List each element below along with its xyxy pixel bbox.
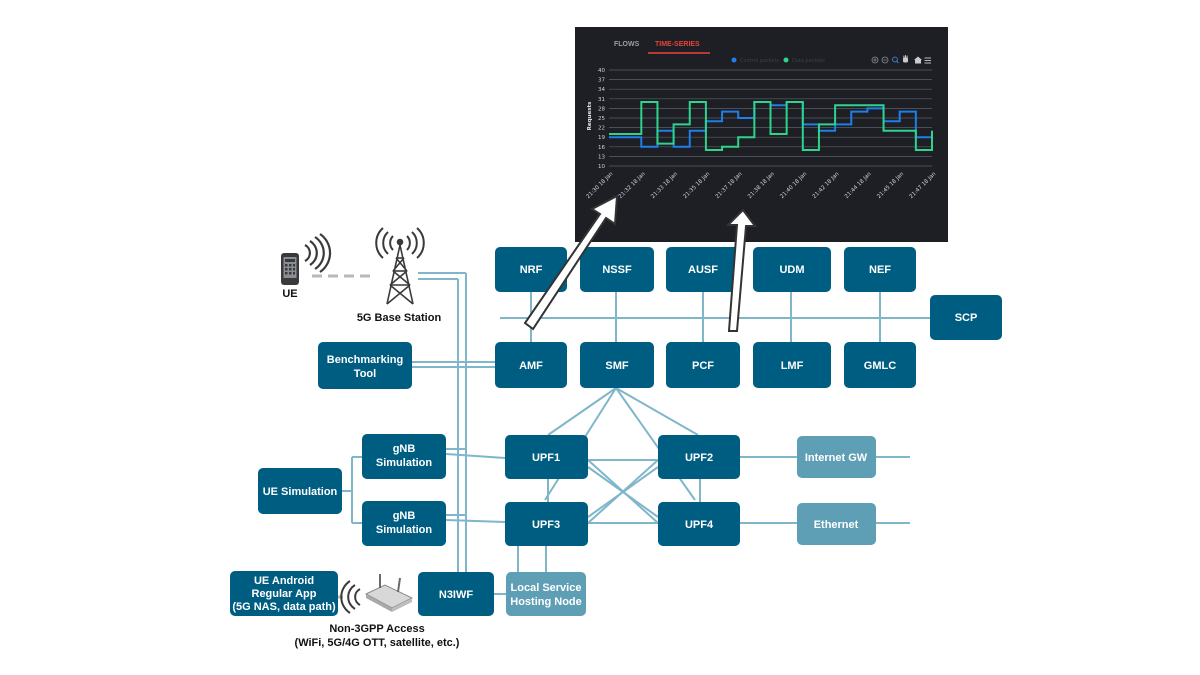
- upf2-label: UPF2: [685, 452, 713, 464]
- benchmarking-label-line2: Tool: [354, 368, 376, 380]
- tab-flows[interactable]: FLOWS: [614, 41, 640, 48]
- benchmarking-label-line1: Benchmarking: [327, 354, 403, 366]
- amf-label: AMF: [519, 360, 543, 372]
- pcf-label: PCF: [692, 360, 714, 372]
- y-tick-label: 10: [598, 164, 605, 170]
- scp-label: SCP: [955, 312, 978, 324]
- nf-lmf[interactable]: LMF: [753, 342, 831, 388]
- upf4-label: UPF4: [685, 519, 714, 531]
- arrow-to-dashboard-2: [725, 208, 757, 332]
- y-tick-label: 22: [598, 126, 605, 132]
- n3iwf-label: N3IWF: [439, 589, 474, 601]
- ue-android-label-line1: UE Android: [254, 575, 314, 587]
- legend-control-swatch: [731, 57, 737, 63]
- gnb1-label-line1: gNB: [393, 443, 416, 455]
- tower-wireless-waves-icon: [375, 227, 425, 259]
- internet-gw-label: Internet GW: [805, 452, 868, 464]
- nf-amf[interactable]: AMF: [495, 342, 567, 388]
- ethernet-node[interactable]: Ethernet: [797, 503, 876, 545]
- ue-android-label-line2: Regular App: [252, 588, 317, 600]
- phone-wireless-waves-icon: [304, 233, 332, 273]
- ue-simulation-label: UE Simulation: [263, 486, 338, 498]
- legend-data-swatch: [783, 57, 789, 63]
- y-axis-ticks: 10 13 16 19 22 25 28 31 34 37 40: [598, 68, 605, 170]
- y-tick-label: 16: [598, 145, 605, 151]
- local-service-label-line1: Local Service: [511, 582, 582, 594]
- gnb-simulation-2-node[interactable]: gNB Simulation: [362, 501, 446, 546]
- y-tick-label: 40: [598, 68, 605, 74]
- base-station-label: 5G Base Station: [357, 312, 442, 324]
- y-tick-label: 13: [598, 154, 605, 160]
- nf-nef[interactable]: NEF: [844, 247, 916, 292]
- upf1-label: UPF1: [532, 452, 560, 464]
- upf3-node[interactable]: UPF3: [505, 502, 588, 546]
- local-service-node[interactable]: Local Service Hosting Node: [506, 572, 586, 616]
- ue-android-label-line3: (5G NAS, data path): [232, 601, 336, 613]
- upf2-node[interactable]: UPF2: [658, 435, 740, 479]
- upf4-node[interactable]: UPF4: [658, 502, 740, 546]
- legend-control-label[interactable]: Control packets: [740, 58, 779, 64]
- gnb2-label-line1: gNB: [393, 510, 416, 522]
- internet-gw-node[interactable]: Internet GW: [797, 436, 876, 478]
- non3gpp-label-line2: (WiFi, 5G/4G OTT, satellite, etc.): [295, 637, 460, 649]
- nef-label: NEF: [869, 264, 891, 276]
- dashboard-panel: FLOWS TIME-SERIES Control packets Data p…: [575, 27, 948, 242]
- benchmarking-tool-node[interactable]: Benchmarking Tool: [318, 342, 412, 389]
- pan-icon[interactable]: [903, 55, 908, 63]
- y-tick-label: 19: [598, 135, 605, 141]
- home-icon[interactable]: [914, 56, 922, 64]
- ausf-label: AUSF: [688, 264, 718, 276]
- gmlc-label: GMLC: [864, 360, 896, 372]
- wireless-waves-icon: [340, 580, 361, 614]
- udm-label: UDM: [779, 264, 804, 276]
- nf-scp[interactable]: SCP: [930, 295, 1002, 340]
- y-axis-label: Requests: [587, 101, 593, 130]
- legend-data-label[interactable]: Data packets: [792, 58, 825, 64]
- nf-gmlc[interactable]: GMLC: [844, 342, 916, 388]
- nf-udm[interactable]: UDM: [753, 247, 831, 292]
- y-tick-label: 25: [598, 116, 605, 122]
- local-service-label-line2: Hosting Node: [510, 596, 582, 608]
- nf-smf[interactable]: SMF: [580, 342, 654, 388]
- y-tick-label: 34: [598, 87, 605, 93]
- upf1-node[interactable]: UPF1: [505, 435, 588, 479]
- y-tick-label: 31: [598, 97, 605, 103]
- zoom-in-icon[interactable]: [871, 56, 879, 64]
- zoom-out-icon[interactable]: [881, 56, 889, 64]
- phone-icon: [281, 253, 299, 285]
- arrow-to-dashboard-1: [523, 194, 619, 331]
- ethernet-label: Ethernet: [814, 519, 859, 531]
- ue-simulation-node[interactable]: UE Simulation: [258, 468, 342, 514]
- antenna-tower-icon: [386, 238, 414, 305]
- nf-ausf[interactable]: AUSF: [666, 247, 740, 292]
- n3iwf-node[interactable]: N3IWF: [418, 572, 494, 616]
- nrf-label: NRF: [520, 264, 543, 276]
- magnifier-icon[interactable]: [892, 56, 899, 64]
- gnb-simulation-1-node[interactable]: gNB Simulation: [362, 434, 446, 479]
- y-tick-label: 37: [598, 78, 605, 84]
- upf3-label: UPF3: [532, 519, 560, 531]
- gnb2-label-line2: Simulation: [376, 524, 433, 536]
- ue-android-node[interactable]: UE Android Regular App (5G NAS, data pat…: [230, 571, 338, 616]
- nf-nssf[interactable]: NSSF: [580, 247, 654, 292]
- gnb1-label-line2: Simulation: [376, 457, 433, 469]
- non3gpp-label-line1: Non-3GPP Access: [329, 623, 424, 635]
- series-line-data: [609, 101, 933, 151]
- tab-time-series[interactable]: TIME-SERIES: [655, 41, 700, 48]
- lmf-label: LMF: [781, 360, 804, 372]
- smf-label: SMF: [605, 360, 629, 372]
- nssf-label: NSSF: [602, 264, 632, 276]
- menu-icon[interactable]: [924, 57, 932, 64]
- y-tick-label: 28: [598, 106, 605, 112]
- wifi-router-icon: [364, 574, 414, 612]
- ue-label: UE: [282, 288, 297, 300]
- nf-pcf[interactable]: PCF: [666, 342, 740, 388]
- chart-series: [609, 101, 933, 151]
- nf-nrf[interactable]: NRF: [495, 247, 567, 292]
